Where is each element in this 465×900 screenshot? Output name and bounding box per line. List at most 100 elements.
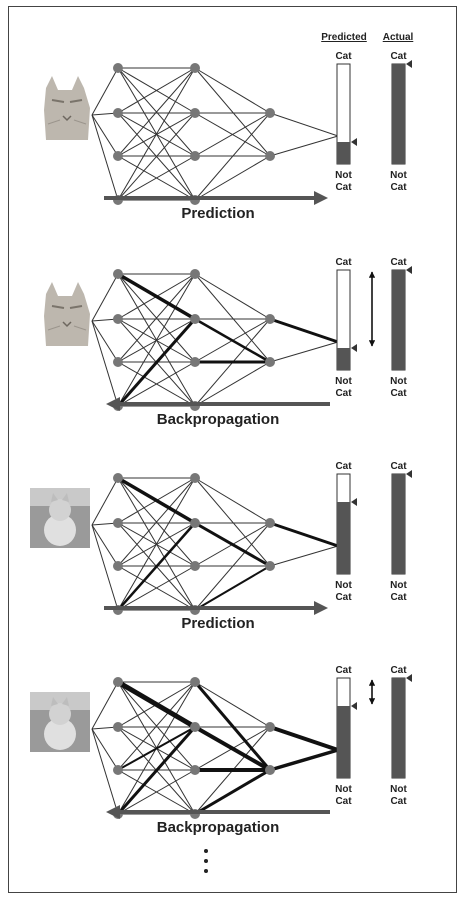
actual-bar-fill [392, 64, 405, 164]
actual-bottom-label: Cat [390, 796, 407, 807]
input-edge [91, 273, 119, 322]
network-edge [194, 522, 271, 611]
ellipsis-dot [204, 869, 208, 873]
predicted-top-label: Cat [335, 257, 352, 268]
input-edge [91, 114, 119, 201]
neuron-node [190, 314, 200, 324]
weighted-edge [116, 318, 197, 407]
actual-top-label: Cat [390, 257, 407, 268]
neuron-node [265, 765, 275, 775]
predicted-bottom-label: Cat [335, 592, 352, 603]
neuron-node [190, 722, 200, 732]
neuron-node [190, 561, 200, 571]
neuron-node [190, 518, 200, 528]
network-edge [194, 155, 271, 201]
network-edge [117, 273, 196, 363]
forward-arrow [104, 191, 328, 205]
actual-header: Actual [383, 32, 414, 43]
neuron-node [113, 473, 123, 483]
cat-eyes [51, 305, 83, 309]
network-edge [117, 67, 196, 157]
network-edge [117, 477, 196, 567]
predicted-top-label: Cat [335, 665, 352, 676]
panel-caption: Prediction [181, 615, 254, 632]
neuron-node [190, 63, 200, 73]
neuron-node [113, 314, 123, 324]
weighted-edge [117, 476, 196, 525]
neuron-node [190, 677, 200, 687]
network-edge [194, 273, 271, 363]
weighted-edge [269, 521, 339, 548]
network-edge [117, 155, 196, 201]
arrow-head [314, 191, 328, 205]
input-edge [91, 681, 119, 730]
neuron-node [113, 722, 123, 732]
cat-whiskers [47, 325, 87, 331]
kitten-body [44, 514, 76, 546]
predicted-bar-fill [337, 348, 350, 370]
network-edge [117, 477, 196, 611]
neuron-node [265, 151, 275, 161]
network-edge [117, 67, 196, 114]
weighted-edge [269, 317, 339, 344]
network-edge [117, 273, 196, 407]
neuron-node [190, 473, 200, 483]
weighted-edge [194, 565, 271, 611]
panel-caption: Backpropagation [157, 411, 280, 428]
input-edge [91, 114, 119, 157]
cat-head-shape [44, 76, 90, 140]
actual-bottom-label: Not [390, 170, 407, 181]
predicted-bar-fill [337, 502, 350, 574]
predicted-bar-fill [337, 142, 350, 164]
kitten-head [49, 703, 71, 725]
predicted-bottom-label: Not [335, 580, 352, 591]
neuron-node [265, 357, 275, 367]
actual-bottom-label: Cat [390, 388, 407, 399]
cat-face-photo [44, 282, 90, 346]
actual-bottom-label: Not [390, 376, 407, 387]
predicted-bottom-label: Not [335, 170, 352, 181]
network-edge [269, 135, 339, 157]
network-edge [194, 477, 271, 524]
neuron-node [113, 518, 123, 528]
weighted-edge [194, 768, 271, 816]
cat-whiskers [47, 119, 87, 125]
network-edge [194, 273, 271, 320]
weighted-edge [117, 522, 196, 611]
network-edge [117, 112, 196, 201]
ellipsis-dot [204, 859, 208, 863]
kitten-body [44, 718, 76, 750]
neuron-node [265, 518, 275, 528]
network-edge [269, 545, 339, 567]
cat-eyes [51, 99, 83, 103]
actual-top-label: Cat [390, 51, 407, 62]
neuron-node [265, 108, 275, 118]
backward-arrow [106, 805, 330, 819]
weighted-edge [269, 748, 339, 772]
input-edge [91, 477, 119, 526]
actual-bottom-label: Not [390, 784, 407, 795]
forward-arrow [104, 601, 328, 615]
neuron-node [265, 722, 275, 732]
input-edge [91, 524, 119, 567]
predicted-level-marker [351, 138, 357, 146]
actual-level-marker [406, 266, 412, 274]
arrow-head [106, 805, 120, 819]
panel-caption: Prediction [181, 205, 254, 222]
weighted-edge [194, 521, 271, 568]
predicted-bar-fill [337, 706, 350, 778]
input-edge [91, 67, 119, 116]
predicted-bottom-label: Not [335, 376, 352, 387]
network-edge [194, 112, 271, 157]
weighted-edge [193, 681, 272, 771]
network-edges [91, 67, 339, 201]
input-edge [91, 728, 119, 771]
actual-level-marker [406, 470, 412, 478]
network-edge [117, 565, 196, 611]
photo-sky [30, 488, 90, 506]
actual-bar-fill [392, 474, 405, 574]
